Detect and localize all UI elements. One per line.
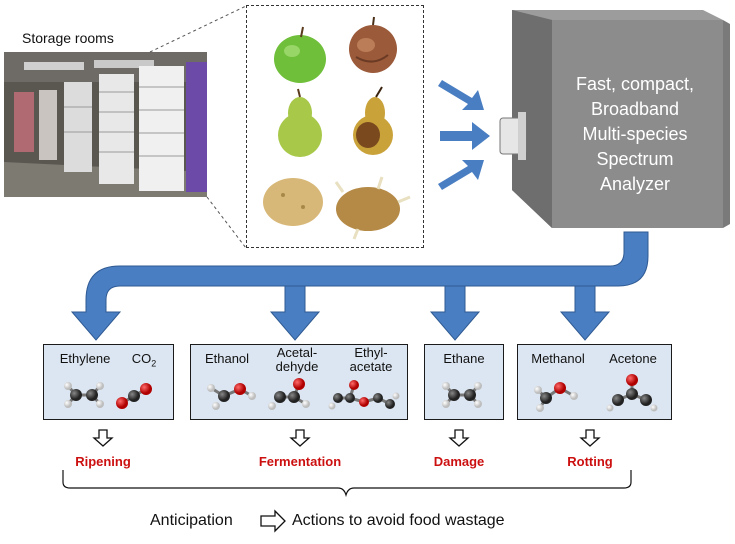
fresh-apple-icon	[274, 26, 326, 83]
produce-images	[263, 16, 411, 240]
summary-brace	[62, 470, 632, 498]
outcome-ripening: Ripening	[75, 454, 131, 469]
analyzer-line-4: Spectrum	[596, 149, 674, 169]
ethanol-molecule-icon	[207, 383, 256, 410]
rotten-apple-icon	[349, 16, 397, 73]
acetaldehyde-molecule-icon	[268, 378, 310, 410]
molecule-acetaldehyde-label: Acetal-dehyde	[275, 345, 319, 374]
down-arrow-ripening-icon	[92, 429, 114, 447]
rotten-pear-icon	[353, 86, 393, 155]
molecule-ethane-label: Ethane	[443, 351, 485, 366]
outcome-damage: Damage	[433, 454, 485, 469]
storage-rooms-label: Storage rooms	[22, 30, 114, 46]
storage-room-photo	[4, 52, 207, 197]
analyzer-line-1: Fast, compact,	[575, 74, 695, 94]
acetone-molecule-icon	[606, 374, 658, 412]
input-arrows	[438, 80, 490, 190]
molecule-ethylacetate-label: Ethyl-acetate	[349, 345, 393, 374]
arrow-to-analyzer-bottom-icon	[438, 160, 484, 190]
footer-actions: Actions to avoid food wastage	[292, 512, 505, 529]
analyzer-line-2: Broadband	[590, 99, 680, 119]
arrow-to-analyzer-middle-icon	[440, 122, 490, 150]
analyzer-line-5: Analyzer	[599, 174, 671, 194]
analyzer-line-3: Multi-species	[582, 124, 688, 144]
down-arrow-rotting-icon	[579, 429, 601, 447]
analyzer-label: Fast, compact, Broadband Multi-species S…	[560, 72, 710, 197]
ethylene-molecule-icon	[64, 382, 104, 408]
molecule-ethylene-label: Ethylene	[59, 351, 111, 366]
co2-molecule-icon	[116, 383, 152, 409]
molecule-methanol-label: Methanol	[531, 351, 585, 366]
produce-samples-box	[246, 5, 424, 248]
arrow-to-analyzer-top-icon	[438, 80, 484, 110]
outcome-rotting: Rotting	[567, 454, 613, 469]
molecule-acetone-label: Acetone	[609, 351, 657, 366]
methanol-molecule-icon	[534, 382, 578, 412]
down-arrow-damage-icon	[448, 429, 470, 447]
molecule-co2-label: CO2	[131, 351, 157, 369]
molecule-ethanol-label: Ethanol	[204, 351, 250, 366]
footer-arrow-icon	[260, 509, 286, 533]
fresh-pear-icon	[278, 88, 322, 157]
ethylacetate-molecule-icon	[328, 380, 400, 410]
sprouting-potato-icon	[334, 176, 411, 240]
spectrum-analyzer-box	[499, 10, 730, 228]
down-arrow-fermentation-icon	[289, 429, 311, 447]
ethane-molecule-icon	[442, 382, 482, 408]
outcome-fermentation: Fermentation	[258, 454, 342, 469]
group-damage-box	[424, 344, 504, 420]
group-ripening-box	[43, 344, 174, 420]
fresh-potato-icon	[263, 178, 323, 226]
footer-anticipation: Anticipation	[150, 512, 233, 529]
